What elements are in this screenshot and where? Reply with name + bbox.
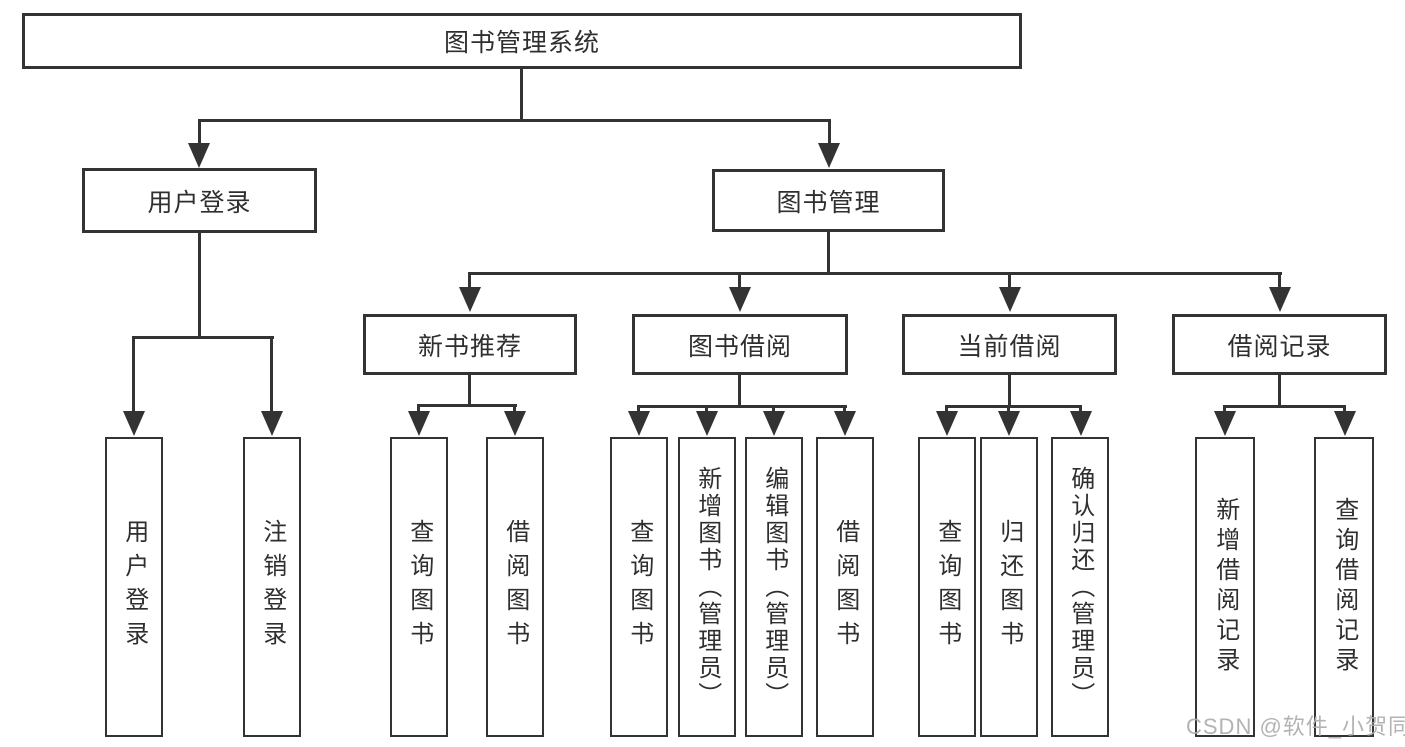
arrow-down-icon	[1070, 411, 1092, 436]
arrow-down-icon	[1334, 411, 1356, 436]
connector-stem	[738, 375, 741, 407]
leaf-query-books-2: 查询图书	[610, 437, 668, 737]
arrow-down-icon	[1269, 287, 1291, 312]
connector-book-mgmt-stem	[827, 232, 830, 274]
leaf-label: 查询图书	[405, 519, 433, 655]
leaf-label: 新增借阅记录	[1211, 497, 1239, 677]
node-borrowing-records-label: 借阅记录	[1227, 332, 1332, 361]
node-book-borrowing-label: 图书借阅	[687, 332, 792, 361]
arrow-down-icon	[459, 287, 481, 312]
connector-drop	[513, 404, 516, 414]
leaf-label: 用户登录	[120, 519, 148, 655]
connector-drop	[1343, 405, 1346, 414]
node-new-book-recommend-label: 新书推荐	[417, 332, 522, 361]
connector-stem	[1278, 375, 1281, 407]
connector-stem	[1008, 375, 1011, 407]
leaf-label: 确认归还（管理员）	[1066, 465, 1094, 709]
arrow-down-icon	[408, 411, 430, 436]
connector-level2-rail	[198, 119, 831, 122]
connector-drop	[1223, 405, 1226, 414]
node-current-borrowing: 当前借阅	[902, 314, 1117, 375]
node-new-book-recommend: 新书推荐	[363, 314, 577, 375]
leaf-label: 查询图书	[625, 519, 653, 655]
connector-drop	[1278, 272, 1281, 290]
connector-root-stem	[520, 69, 523, 119]
connector-rail	[945, 405, 1082, 408]
node-borrowing-records: 借阅记录	[1172, 314, 1387, 375]
leaf-edit-books-admin: 编辑图书（管理员）	[745, 437, 803, 737]
connector-drop	[738, 272, 741, 290]
arrow-down-icon	[696, 411, 718, 436]
csdn-watermark: CSDN @软件_小贺同学	[1186, 714, 1405, 739]
connector-drop	[772, 405, 775, 414]
arrow-down-icon	[936, 411, 958, 436]
node-book-management-label: 图书管理	[776, 188, 881, 217]
connector-drop	[843, 405, 846, 414]
leaf-label: 借阅图书	[501, 519, 529, 655]
leaf-add-books-admin: 新增图书（管理员）	[678, 437, 736, 737]
connector-drop	[468, 272, 471, 290]
node-user-login-label: 用户登录	[147, 188, 252, 217]
connector-drop	[945, 405, 948, 414]
leaf-query-books-1: 查询图书	[390, 437, 448, 737]
node-book-borrowing: 图书借阅	[632, 314, 848, 375]
connector-level3-rail	[468, 272, 1282, 275]
arrow-down-icon	[504, 411, 526, 436]
connector-user-login-drop	[198, 119, 201, 147]
node-root: 图书管理系统	[22, 13, 1022, 69]
node-current-borrowing-label: 当前借阅	[957, 332, 1062, 361]
connector-user-login-rail	[132, 336, 274, 339]
arrow-down-icon	[999, 287, 1021, 312]
leaf-user-login: 用户登录	[105, 437, 163, 737]
arrow-down-icon	[628, 411, 650, 436]
leaf-label: 编辑图书（管理员）	[760, 465, 788, 709]
connector-rail	[637, 405, 847, 408]
arrow-down-icon	[261, 411, 283, 436]
arrow-down-icon	[834, 411, 856, 436]
connector-rail	[417, 404, 517, 407]
leaf-label: 注销登录	[258, 519, 286, 655]
node-root-label: 图书管理系统	[443, 29, 600, 57]
arrow-down-icon	[188, 143, 210, 168]
connector-drop	[417, 404, 420, 414]
leaf-label: 查询图书	[933, 519, 961, 655]
leaf-query-books-3: 查询图书	[918, 437, 976, 737]
arrow-down-icon	[998, 411, 1020, 436]
arrow-down-icon	[123, 411, 145, 436]
connector-user-login-stem	[198, 233, 201, 337]
leaf-label: 新增图书（管理员）	[693, 465, 721, 709]
leaf-borrow-books-2: 借阅图书	[816, 437, 874, 737]
leaf-label: 借阅图书	[831, 519, 859, 655]
leaf-logout: 注销登录	[243, 437, 301, 737]
arrow-down-icon	[818, 143, 840, 168]
arrow-down-icon	[763, 411, 785, 436]
connector-drop	[637, 405, 640, 414]
leaf-query-borrow-record: 查询借阅记录	[1314, 437, 1374, 737]
leaf-label: 查询借阅记录	[1330, 497, 1358, 677]
connector-rail	[1223, 405, 1346, 408]
leaf-return-books: 归还图书	[980, 437, 1038, 737]
arrow-down-icon	[729, 287, 751, 312]
arrow-down-icon	[1214, 411, 1236, 436]
connector-drop	[1079, 405, 1082, 414]
connector-drop	[270, 336, 273, 414]
connector-drop	[1007, 405, 1010, 414]
leaf-add-borrow-record: 新增借阅记录	[1195, 437, 1255, 737]
node-book-management: 图书管理	[712, 169, 945, 232]
connector-stem	[468, 375, 471, 406]
leaf-borrow-books-1: 借阅图书	[486, 437, 544, 737]
connector-drop	[705, 405, 708, 414]
connector-book-mgmt-drop	[828, 119, 831, 147]
connector-drop	[1008, 272, 1011, 290]
node-user-login: 用户登录	[82, 168, 317, 233]
leaf-confirm-return-admin: 确认归还（管理员）	[1051, 437, 1109, 737]
leaf-label: 归还图书	[995, 519, 1023, 655]
connector-drop	[132, 336, 135, 414]
